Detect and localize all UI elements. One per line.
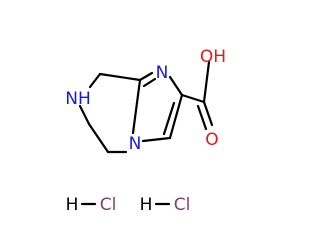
- bond-c3-n4: [141, 136, 172, 143]
- molecule-structure: NH N N OH O H Cl H Cl: [65, 47, 226, 215]
- atom-n-bridge-label: N: [129, 134, 142, 154]
- salt-1-cl-label: Cl: [100, 195, 117, 215]
- atom-n-imine-label: N: [156, 63, 169, 83]
- salt-2-cl-label: Cl: [174, 195, 191, 215]
- bond-cacid-oh: [202, 60, 211, 104]
- bond-c8-c8a: [98, 72, 142, 82]
- atom-nh-label: NH: [65, 89, 91, 109]
- bond-c2-c3-double: [162, 101, 176, 136]
- bond-n1-c2: [168, 75, 184, 97]
- bond-c8a-n1: [138, 71, 154, 82]
- bond-cacid-o: [202, 100, 214, 127]
- bond-c6-c5: [87, 122, 110, 154]
- bond-c2-cacid: [180, 93, 206, 104]
- bond-c2-c3: [168, 93, 184, 140]
- bond-n4-c8a: [131, 78, 142, 135]
- salt-1-h-label: H: [66, 195, 79, 215]
- structure-canvas: NH N N OH O H Cl H Cl: [65, 47, 226, 215]
- bond-c8a-n1-double: [142, 77, 157, 88]
- atom-o-carbonyl-label: O: [205, 130, 218, 150]
- salt-2-h-label: H: [140, 195, 153, 215]
- atom-oh-label: OH: [200, 47, 226, 67]
- bond-cacid-o-double: [196, 104, 208, 131]
- bond-c8-n7: [88, 72, 102, 89]
- bond-n7-c6: [78, 104, 91, 126]
